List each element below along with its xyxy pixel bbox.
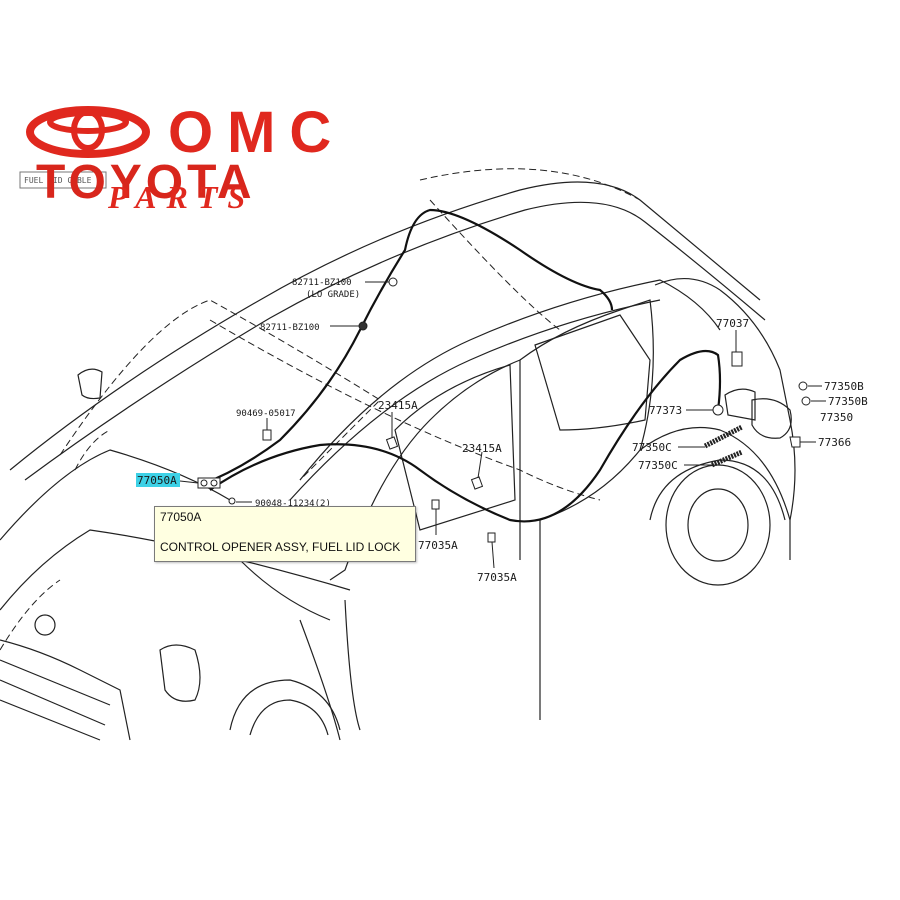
leader-lines <box>179 281 826 569</box>
label-90048[interactable]: 90048-11234(2) <box>255 499 331 509</box>
clip-77035a-lower[interactable] <box>487 532 496 543</box>
label-77350b-lower[interactable]: 77350B <box>828 395 868 408</box>
part-tooltip: 77050A CONTROL OPENER ASSY, FUEL LID LOC… <box>154 506 416 562</box>
fuel-lid-cable <box>199 208 722 523</box>
car-outline <box>0 168 796 741</box>
spring-77350c-lower[interactable] <box>711 449 743 468</box>
label-77350c-upper[interactable]: 77350C <box>632 441 672 454</box>
hinge-77366[interactable] <box>789 436 801 448</box>
diagram-stamp: FUEL LID CABLE <box>19 171 107 189</box>
screw-90048[interactable] <box>228 497 236 505</box>
tooltip-part-code: 77050A <box>160 510 202 524</box>
clip-82711[interactable] <box>358 321 368 331</box>
label-82711-lo-grade[interactable]: 82711-BZ100 <box>292 278 352 288</box>
clip-82711-lo-grade[interactable] <box>388 277 398 287</box>
svg-text:FUEL LID CABLE: FUEL LID CABLE <box>24 176 92 185</box>
label-77366[interactable]: 77366 <box>818 436 851 449</box>
toyota-emblem-icon <box>26 106 150 158</box>
label-82711-lo-grade-note: (LO GRADE) <box>306 290 360 300</box>
label-77350[interactable]: 77350 <box>820 411 853 424</box>
label-77035a-lower[interactable]: 77035A <box>477 571 517 584</box>
tooltip-part-description: CONTROL OPENER ASSY, FUEL LID LOCK <box>160 540 401 554</box>
label-77050a-highlight <box>136 473 180 487</box>
clip-90469[interactable] <box>262 429 272 441</box>
label-77350c-lower[interactable]: 77350C <box>638 459 678 472</box>
label-77035a-upper[interactable]: 77035A <box>418 539 458 552</box>
label-77350b-upper[interactable]: 77350B <box>824 380 864 393</box>
spring-77350c-upper[interactable] <box>703 424 744 449</box>
grommet-23415a-lower[interactable] <box>470 476 484 490</box>
label-77050a[interactable]: 77050A <box>137 474 177 487</box>
bumper-77350b-lower[interactable] <box>801 396 811 406</box>
label-23415a-upper[interactable]: 23415A <box>378 399 418 412</box>
label-82711[interactable]: 82711-BZ100 <box>260 323 320 333</box>
grommet-23415a-upper[interactable] <box>385 436 399 450</box>
bumper-77350b-upper[interactable] <box>798 381 808 391</box>
svg-text:PARTS: PARTS <box>107 179 255 215</box>
part-labels: 82711-BZ100 (LO GRADE) 82711-BZ100 90469… <box>136 278 868 584</box>
clip-77035a-upper[interactable] <box>431 499 440 510</box>
omc-toyota-parts-logo: OMC TOYOTA PARTS <box>26 100 345 215</box>
label-77373[interactable]: 77373 <box>649 404 682 417</box>
part-markers <box>197 277 811 543</box>
svg-text:TOYOTA: TOYOTA <box>36 156 256 209</box>
label-90469[interactable]: 90469-05017 <box>236 409 296 419</box>
cushion-77373[interactable] <box>712 404 724 416</box>
label-77037[interactable]: 77037 <box>716 317 749 330</box>
label-23415a-lower[interactable]: 23415A <box>462 442 502 455</box>
lever-77050a[interactable] <box>197 477 221 489</box>
lock-77037[interactable] <box>731 351 743 367</box>
svg-text:OMC: OMC <box>168 100 345 165</box>
